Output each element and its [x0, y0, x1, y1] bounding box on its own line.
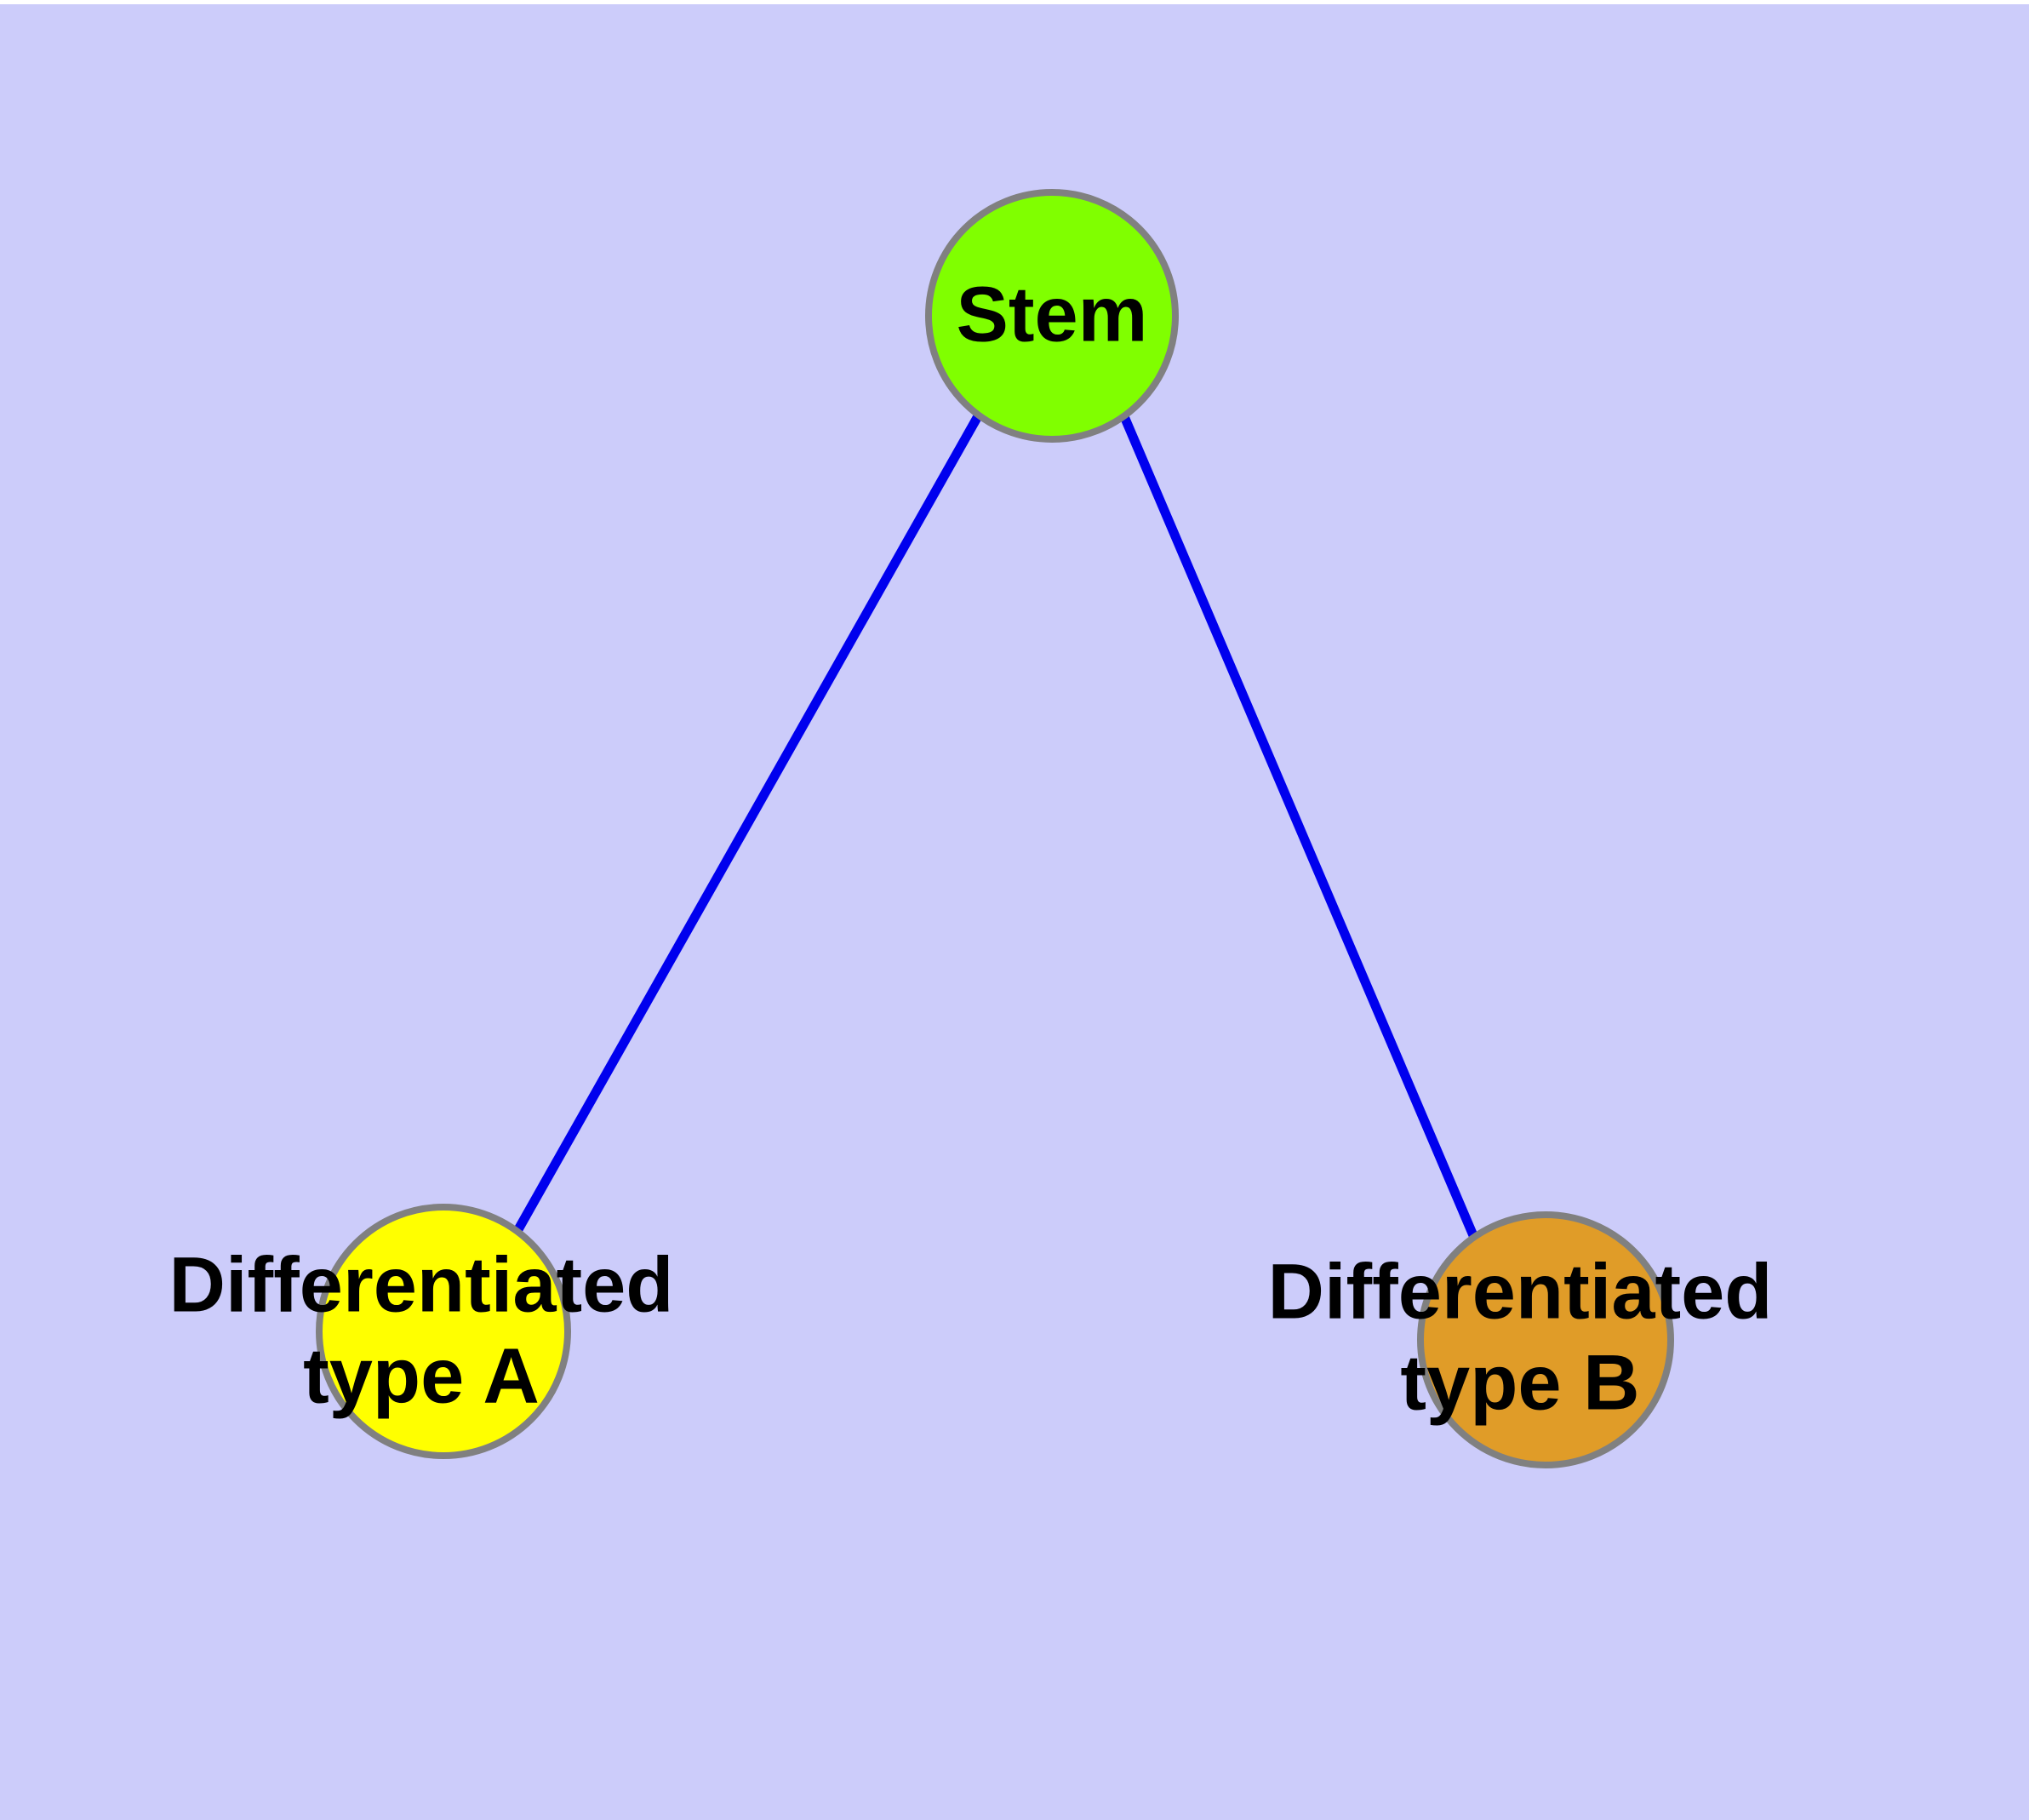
node-label-differentiated-type-a: Differentiated type A [169, 1241, 674, 1419]
edge-layer [513, 412, 1480, 1242]
edge-stem-to-differentiated-type-a[interactable] [513, 414, 982, 1233]
node-layer [316, 189, 1674, 1468]
edge-stem-to-differentiated-type-b[interactable] [1118, 412, 1480, 1242]
node-label-differentiated-type-b-line2: type B [1400, 1339, 1639, 1426]
node-stem-circle[interactable] [925, 189, 1179, 443]
node-label-differentiated-type-b: Differentiated type B [1268, 1248, 1773, 1426]
node-label-differentiated-type-b-line1: Differentiated [1268, 1248, 1773, 1335]
node-differentiated-type-b[interactable] [1417, 1211, 1674, 1468]
label-layer: Stem Differentiated type A Differentiate… [169, 271, 1773, 1426]
node-label-differentiated-type-a-line1: Differentiated [169, 1241, 674, 1328]
node-differentiated-type-a-circle[interactable] [316, 1204, 571, 1459]
node-differentiated-type-b-circle[interactable] [1417, 1211, 1674, 1468]
node-label-differentiated-type-a-line2: type A [303, 1332, 540, 1419]
node-label-stem: Stem [957, 271, 1148, 358]
node-stem[interactable] [925, 189, 1179, 443]
node-differentiated-type-a[interactable] [316, 1204, 571, 1459]
